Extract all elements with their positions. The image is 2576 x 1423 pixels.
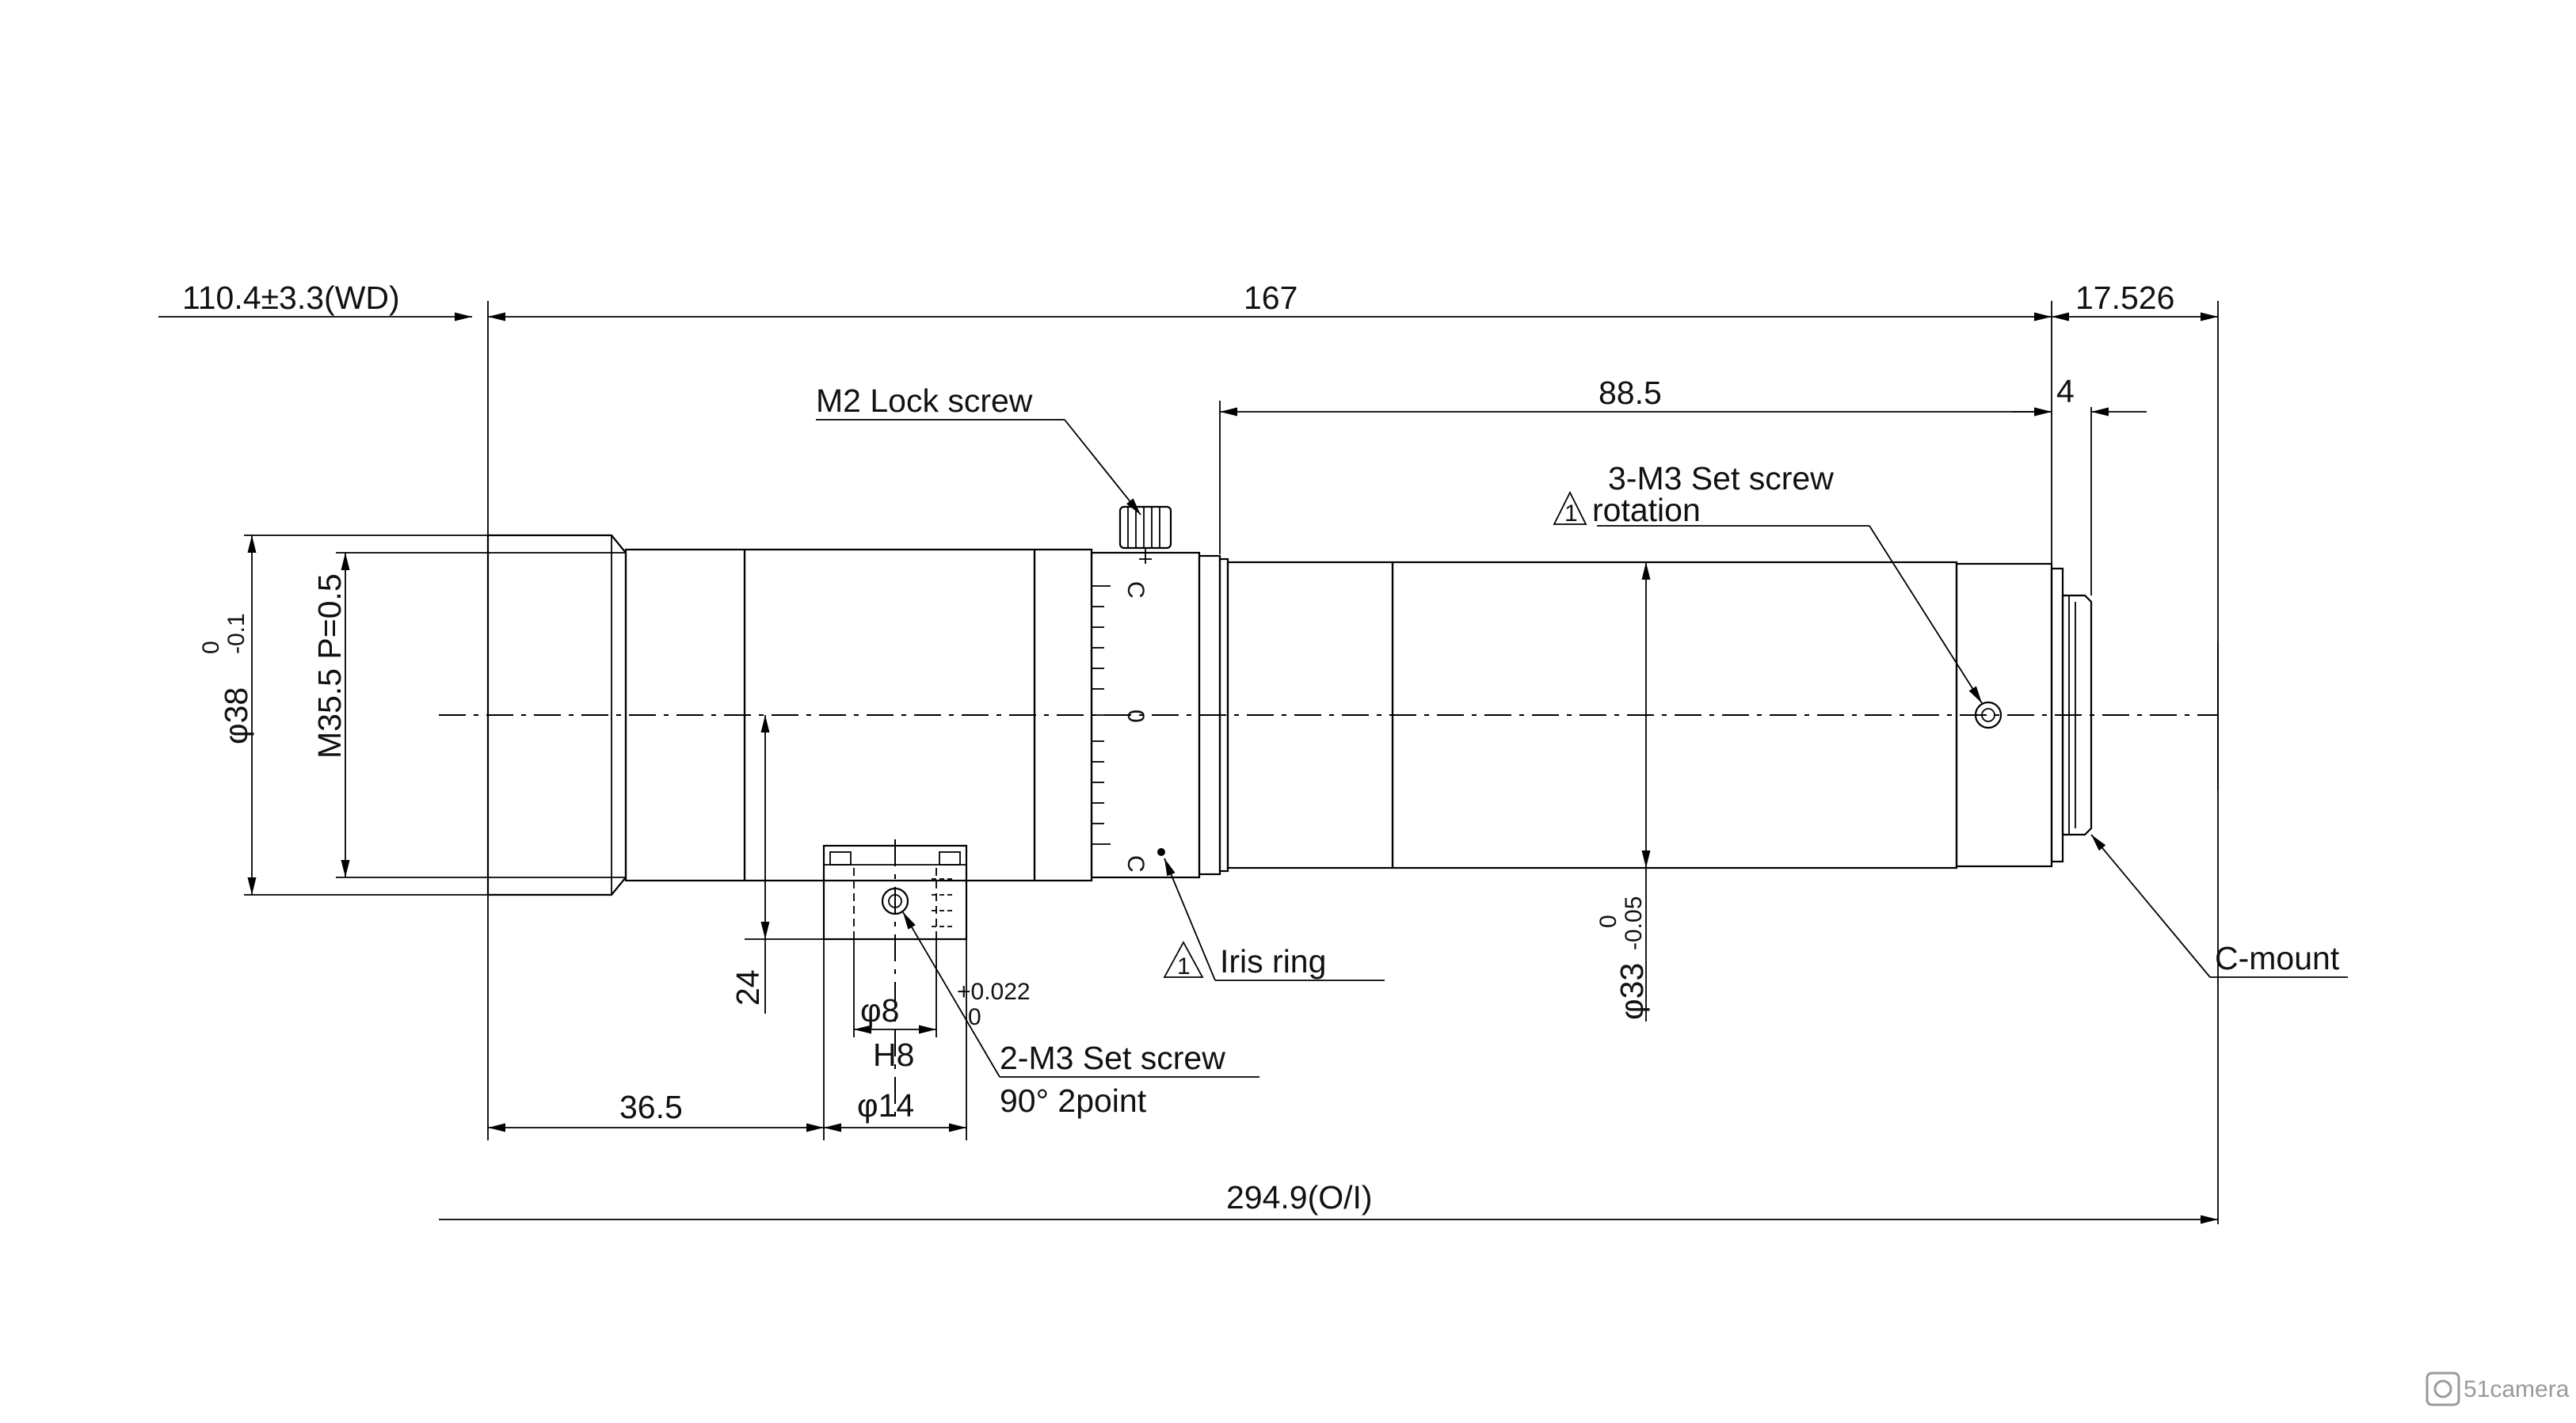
callout-c-mount: C-mount bbox=[2215, 940, 2340, 976]
dim-wd-label: 110.4±3.3(WD) bbox=[182, 280, 400, 316]
dim-dia38-tol-lower: -0.1 bbox=[223, 613, 250, 654]
dim-167-label: 167 bbox=[1244, 280, 1298, 316]
dim-total-label: 294.9(O/I) bbox=[1226, 1179, 1373, 1216]
callout-rotation: rotation bbox=[1592, 492, 1701, 528]
dim-dia8-tol-upper: +0.022 bbox=[957, 979, 1031, 1005]
callout-labels: M2 Lock screw 3-M3 Set screw 1 rotation … bbox=[816, 382, 2340, 1119]
dim-365-label: 36.5 bbox=[619, 1089, 683, 1125]
dim-h8-label: H8 bbox=[873, 1037, 914, 1073]
extension-lines bbox=[244, 301, 2219, 1224]
dim-dia33-label: φ33 bbox=[1614, 963, 1650, 1020]
dim-4-label: 4 bbox=[2056, 373, 2075, 409]
dimension-labels: 110.4±3.3(WD) 167 17.526 88.5 4 φ38 0 -0… bbox=[182, 280, 2174, 1216]
dim-dia38-tol-upper: 0 bbox=[198, 641, 224, 654]
svg-text:1: 1 bbox=[1564, 500, 1578, 527]
dim-dia14-label: φ14 bbox=[857, 1087, 914, 1124]
warning-triangle-iris: 1 bbox=[1163, 941, 1204, 980]
warning-triangle-rotation: 1 bbox=[1553, 490, 1587, 527]
dim-17526-label: 17.526 bbox=[2075, 280, 2174, 316]
callout-two-point: 90° 2point bbox=[1000, 1082, 1147, 1119]
dim-dia8-tol-lower: 0 bbox=[968, 1004, 981, 1030]
dim-thread-label: M35.5 P=0.5 bbox=[311, 573, 348, 759]
leader-lines bbox=[816, 419, 2348, 1078]
callout-set-screw-3: 3-M3 Set screw bbox=[1608, 460, 1834, 497]
dim-24-label: 24 bbox=[730, 969, 766, 1006]
watermark-logo: 51camera bbox=[2425, 1372, 2570, 1406]
dimension-lines bbox=[158, 312, 2218, 1224]
dim-885-label: 88.5 bbox=[1599, 375, 1662, 411]
watermark-brand: 51camera bbox=[2464, 1376, 2570, 1402]
dim-dia33-tol-lower: -0.05 bbox=[1621, 896, 1647, 950]
m2-lock-screw bbox=[1118, 505, 1172, 564]
scale-mark-c-bottom: C bbox=[1122, 855, 1149, 873]
lens-body: C 0 C bbox=[486, 505, 2093, 941]
callout-set-screw-2: 2-M3 Set screw bbox=[1000, 1040, 1225, 1076]
scale-mark-zero: 0 bbox=[1122, 710, 1149, 723]
callout-iris-ring: Iris ring bbox=[1220, 943, 1326, 980]
dim-dia38-label: φ38 bbox=[218, 687, 254, 744]
scale-mark-c-top: C bbox=[1122, 581, 1149, 599]
dim-dia33-tol-upper: 0 bbox=[1595, 915, 1621, 928]
dim-dia8-label: φ8 bbox=[860, 992, 899, 1029]
svg-text:1: 1 bbox=[1177, 953, 1191, 980]
callout-lock-screw: M2 Lock screw bbox=[816, 382, 1033, 419]
iris-scale: C 0 C bbox=[1092, 581, 1165, 873]
